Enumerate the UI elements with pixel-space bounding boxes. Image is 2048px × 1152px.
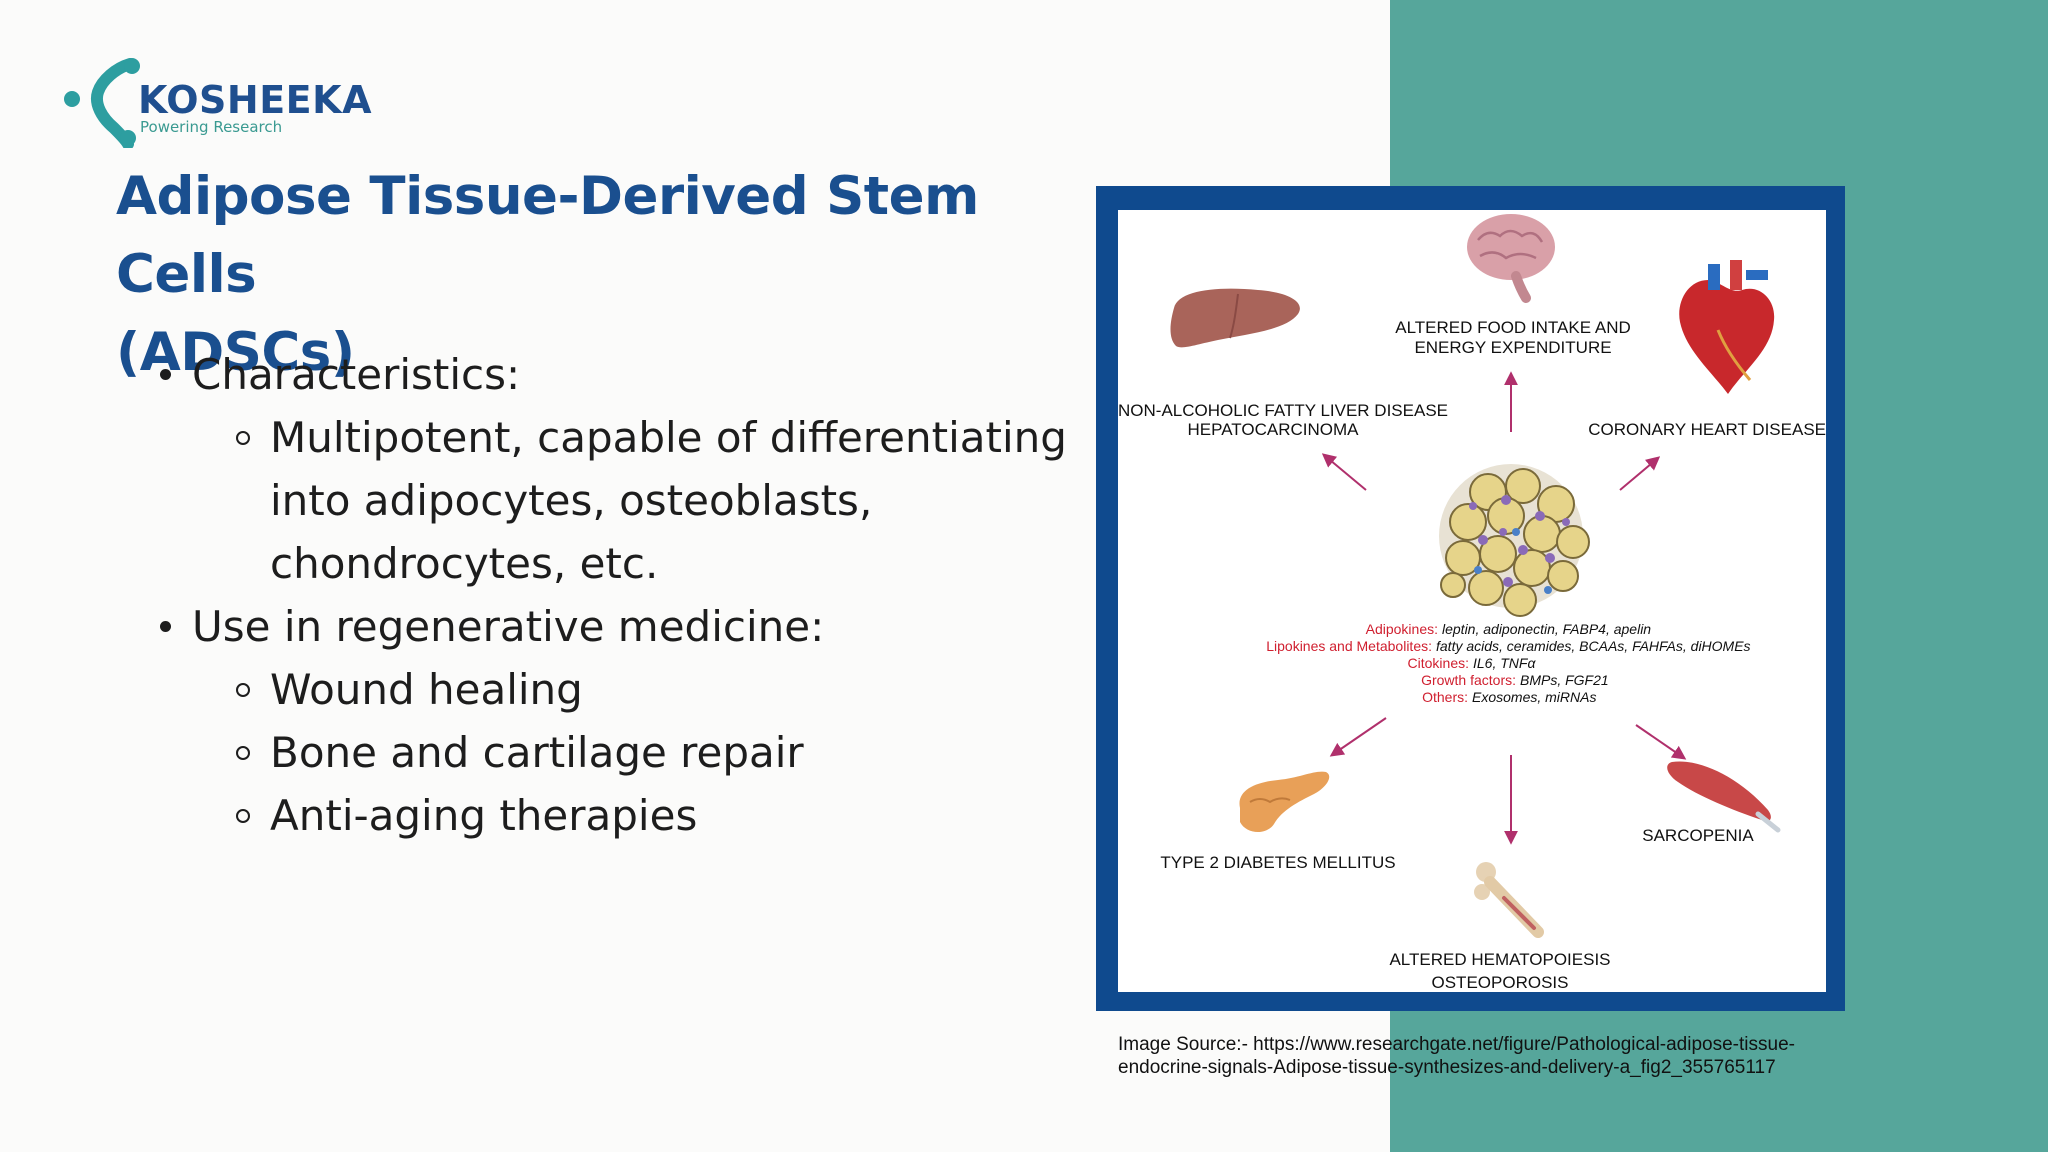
brain-icon (1467, 214, 1555, 303)
mediator-value-text: BMPs, FGF21 (1520, 672, 1609, 688)
label-energy-expenditure: ENERGY EXPENDITURE (1414, 338, 1611, 357)
mediator-key: Others: (1422, 689, 1468, 705)
mediator-value-text: fatty acids, ceramides, BCAAs, FAHFAs, d… (1436, 638, 1751, 654)
label-fatty-liver: NON-ALCOHOLIC FATTY LIVER DISEASE (1118, 401, 1448, 420)
sub-bullet-text: Wound healing (270, 665, 583, 714)
source-line: Image Source:- https://www.researchgate.… (1118, 1034, 1795, 1055)
kosheeka-logo-icon (64, 58, 140, 148)
mediator-key-text: Adipokines: (1366, 621, 1438, 637)
label-coronary-heart: CORONARY HEART DISEASE (1588, 420, 1826, 439)
sub-bullet-circle-icon (236, 746, 250, 760)
page-title: Adipose Tissue-Derived Stem Cells (ADSCs… (116, 158, 1076, 392)
figure-image: ALTERED FOOD INTAKE AND ENERGY EXPENDITU… (1118, 210, 1826, 992)
mediator-key-text: Lipokines and Metabolites: (1266, 638, 1432, 654)
mediator-value: leptin, adiponectin, FABP4, apelin (1442, 621, 1651, 637)
label-type2-diabetes: TYPE 2 DIABETES MELLITUS (1160, 853, 1395, 872)
mediator-key: Citokines: (1408, 655, 1469, 671)
bone-icon (1474, 862, 1544, 938)
mediator-key: Growth factors: (1421, 672, 1516, 688)
mediator-value-text: IL6, TNFα (1473, 655, 1536, 671)
sub-bullet-circle-icon (236, 809, 250, 823)
label-hepatocarcinoma: HEPATOCARCINOMA (1188, 420, 1360, 439)
sub-bullet-text: Multipotent, capable of differentiating (270, 413, 1067, 462)
mediator-value: Exosomes, miRNAs (1472, 689, 1596, 705)
sub-bullet-circle-icon (236, 683, 250, 697)
label-food-intake: ALTERED FOOD INTAKE AND (1395, 318, 1631, 337)
heart-icon (1679, 260, 1775, 394)
sub-bullet-text: Anti-aging therapies (270, 791, 698, 840)
pancreas-icon (1239, 771, 1330, 833)
mediator-value-text: Exosomes, miRNAs (1472, 689, 1596, 705)
bullet-dot-icon (160, 369, 171, 380)
label-osteoporosis: OSTEOPOROSIS (1432, 973, 1569, 992)
sub-bullet-circle-icon (236, 431, 250, 445)
brand-name: KOSHEEKA (138, 78, 372, 122)
mediator-value-text: leptin, adiponectin, FABP4, apelin (1442, 621, 1651, 637)
liver-icon (1170, 288, 1300, 348)
label-sarcopenia: SARCOPENIA (1642, 826, 1754, 845)
brand-tagline: Powering Research (140, 118, 283, 136)
sub-bullet-text: into adipocytes, osteoblasts, (270, 476, 873, 525)
adipose-tissue-icon (1439, 464, 1590, 617)
mediator-key-text: Others: (1422, 689, 1468, 705)
mediator-key-text: Citokines: (1408, 655, 1469, 671)
title-line: Adipose Tissue-Derived Stem Cells (116, 166, 979, 305)
label-hematopoiesis: ALTERED HEMATOPOIESIS (1389, 950, 1610, 969)
mediator-value: BMPs, FGF21 (1520, 672, 1609, 688)
bullet-text: Use in regenerative medicine: (192, 602, 825, 651)
mediator-value: fatty acids, ceramides, BCAAs, FAHFAs, d… (1436, 638, 1751, 654)
sub-bullet-text: Bone and cartilage repair (270, 728, 804, 777)
title-line: (ADSCs) (116, 322, 355, 383)
mediator-key: Adipokines: (1366, 621, 1438, 637)
bullet-text: Characteristics: (192, 350, 521, 399)
mediator-key-text: Growth factors: (1421, 672, 1516, 688)
mediator-key: Lipokines and Metabolites: (1266, 638, 1432, 654)
source-line: endocrine-signals-Adipose-tissue-synthes… (1118, 1057, 1776, 1078)
arrows (1321, 371, 1687, 845)
mediator-value: IL6, TNFα (1473, 655, 1536, 671)
image-source-caption: Image Source:- https://www.researchgate.… (1118, 1033, 1878, 1079)
sub-bullet-text: chondrocytes, etc. (270, 539, 659, 588)
mediator-list: Adipokines: leptin, adiponectin, FABP4, … (1266, 621, 1750, 705)
bullet-dot-icon (160, 621, 171, 632)
muscle-icon (1667, 761, 1781, 833)
